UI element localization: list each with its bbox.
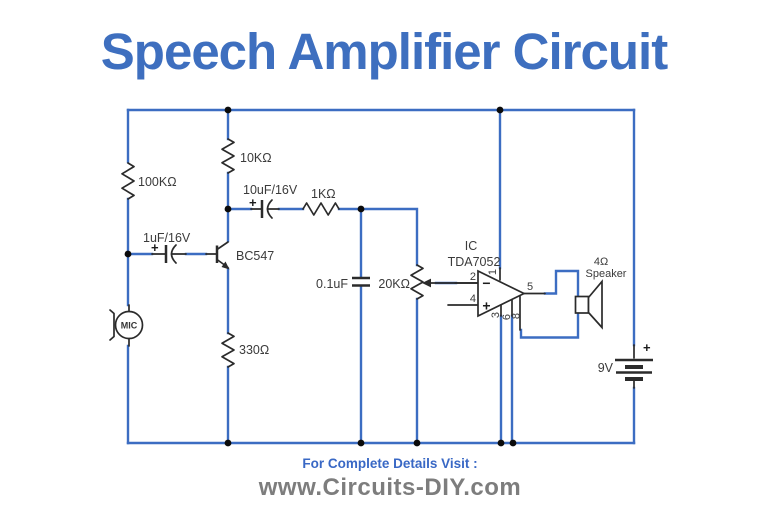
ic-pin1-label: 1 [487,269,499,275]
resistor-r1: 100KΩ [121,162,177,200]
capacitor-c2: + 10uF/16V [243,183,298,219]
ic-pin5-label: 5 [527,281,533,293]
battery: + 9V [598,340,653,389]
capacitor-c1-polarity: + [151,240,159,255]
resistor-r3-label: 1KΩ [311,187,336,201]
microphone-label: MIC [121,321,138,331]
ic-tda7052: − + IC TDA7052 2 4 5 1 3 6 8 [447,239,546,331]
ic-noninverting-sign: + [482,298,490,314]
ic-pin4-label: 4 [470,293,476,305]
page-title: Speech Amplifier Circuit [100,23,668,80]
capacitor-c2-label: 10uF/16V [243,183,298,197]
junction-dots [124,106,517,447]
transistor-q1: BC547 [205,241,274,270]
ic-pin2-label: 2 [470,271,476,283]
speaker: 4Ω Speaker [574,256,627,330]
resistor-r3: 1KΩ [302,187,340,216]
capacitor-c3: 0.1uF [316,276,370,291]
ic-pin8-label: 8 [511,313,523,319]
ic-part-number: TDA7052 [448,255,501,269]
ic-designator: IC [465,239,478,253]
speaker-impedance-label: 4Ω [594,256,608,268]
resistor-r2-label: 10KΩ [240,151,272,165]
transistor-q1-label: BC547 [236,249,274,263]
microphone: MIC [109,304,144,347]
capacitor-c1: + 1uF/16V [143,231,191,264]
speaker-label: Speaker [586,268,627,280]
capacitor-c2-polarity: + [249,195,257,210]
resistor-r2: 10KΩ [221,138,272,174]
battery-label: 9V [598,361,614,375]
footer-website-url: www.Circuits-DIY.com [258,474,522,501]
footer-visit-text: For Complete Details Visit : [302,456,478,471]
capacitor-c1-label: 1uF/16V [143,231,191,245]
ic-pin3-label: 3 [490,312,502,318]
resistor-r4: 330Ω [221,332,269,368]
potentiometer: 20KΩ [378,264,479,300]
potentiometer-label: 20KΩ [378,277,410,291]
ic-inverting-sign: − [482,275,490,291]
capacitor-c3-label: 0.1uF [316,277,348,291]
resistor-r4-label: 330Ω [239,343,269,357]
resistor-r1-label: 100KΩ [138,175,177,189]
battery-polarity: + [643,340,651,355]
ic-pin6-label: 6 [501,314,513,320]
